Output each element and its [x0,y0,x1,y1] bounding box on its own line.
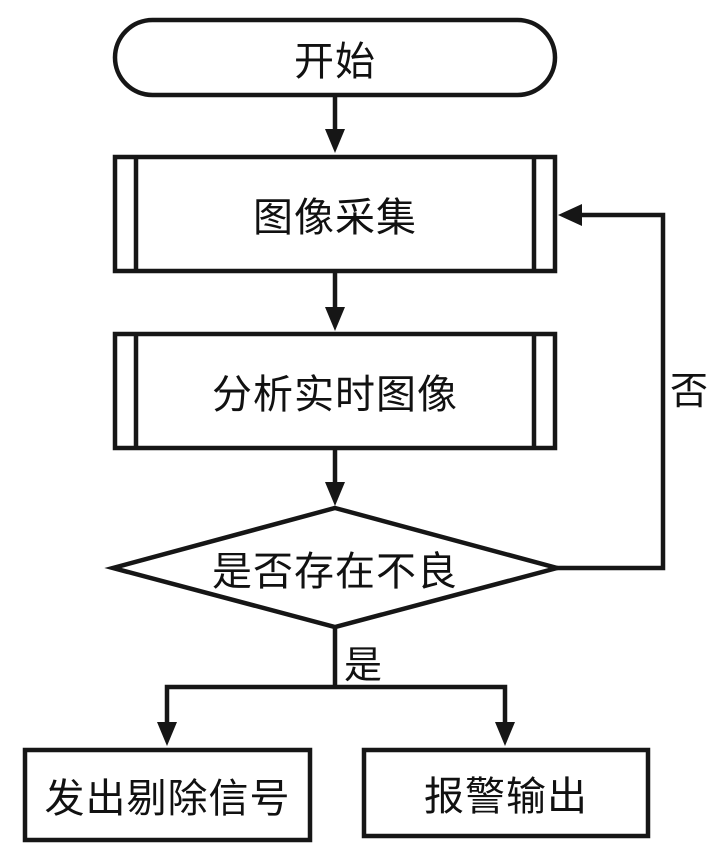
analyze-process-shape [112,331,558,451]
reject-process-shape [22,747,313,843]
capture-process-shape [112,154,558,274]
start-node-label: 开始 [294,39,376,84]
arrow-yes-left-head [157,722,177,746]
arrow-analyze-to-decision-head [325,482,345,506]
reject-node-label: 发出剔除信号 [44,777,291,821]
no-edge-label: 否 [670,370,710,413]
arrow-no-feedback-head [558,204,582,226]
analyze-node-label: 分析实时图像 [212,373,458,417]
alarm-node-label: 报警输出 [424,775,588,819]
yes-branch-line [164,684,508,724]
alarm-process-shape [361,747,651,839]
no-feedback-line [556,212,666,571]
arrow-start-to-capture-head [325,129,345,153]
arrow-capture-to-analyze-head [325,307,345,331]
arrow-yes-right-head [495,722,515,746]
decision-node-label: 是否存在不良 [212,549,458,594]
yes-edge-label: 是 [344,644,384,687]
start-terminator-shape [112,17,558,98]
capture-node-label: 图像采集 [253,196,417,240]
